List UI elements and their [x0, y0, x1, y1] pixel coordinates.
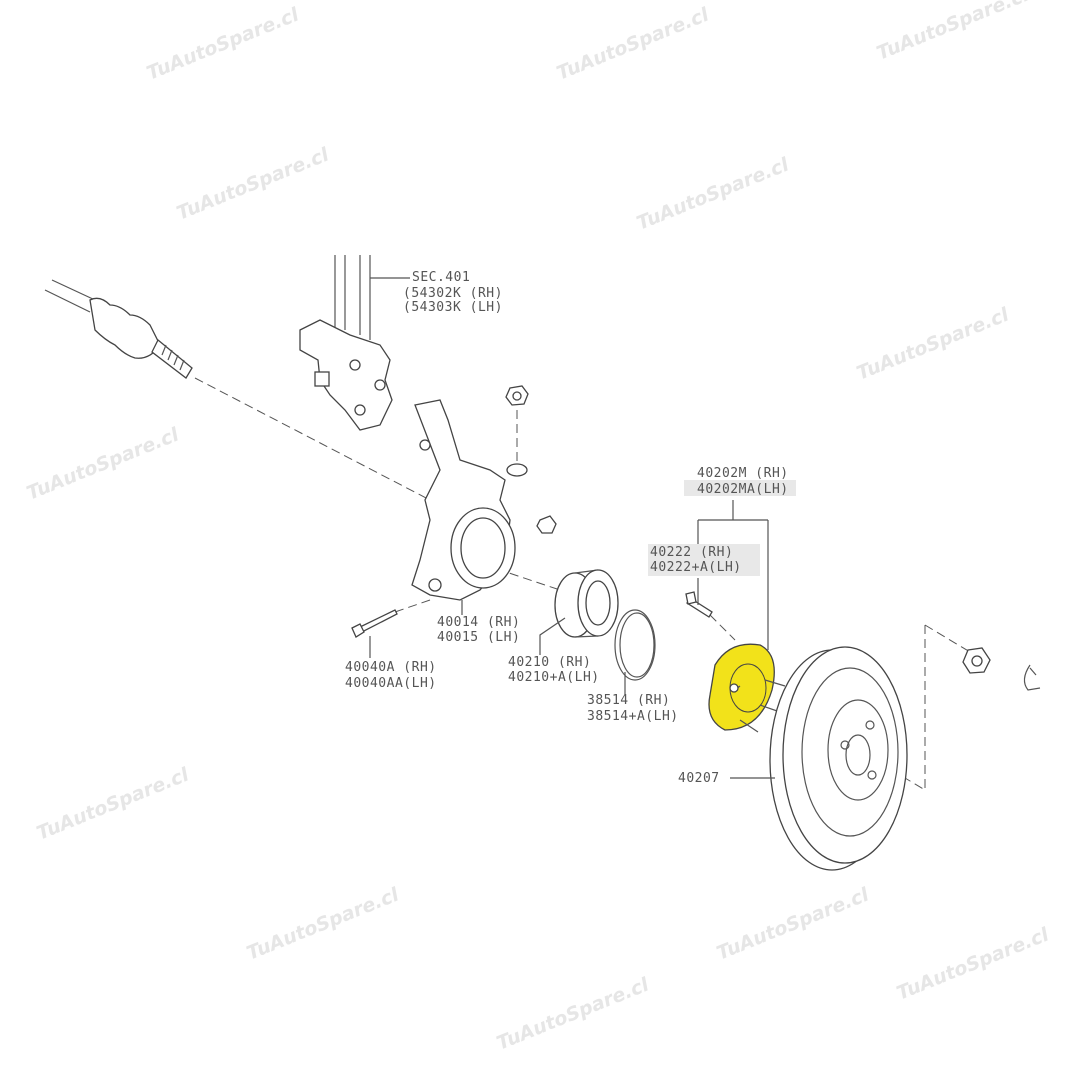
label-hub-lh[interactable]: 40202MA(LH)	[697, 482, 789, 497]
watermark-text: TuAutoSpare.cl	[144, 3, 303, 84]
wheel-hub-highlighted	[708, 643, 786, 733]
steering-knuckle	[411, 399, 528, 601]
part-labels: SEC.401 (54302K (RH) (54303K (LH) 40202M…	[345, 270, 796, 786]
drive-shaft	[44, 279, 193, 379]
label-sec401[interactable]: SEC.401	[412, 270, 470, 285]
watermark-text: TuAutoSpare.cl	[174, 143, 333, 224]
label-hub-rh[interactable]: 40202M (RH)	[697, 466, 789, 481]
watermark-text: TuAutoSpare.cl	[874, 0, 1033, 65]
leader-lines	[369, 500, 775, 779]
snap-ring	[614, 609, 656, 681]
watermark-text: TuAutoSpare.cl	[894, 923, 1053, 1004]
label-knuckle-bolt-rh[interactable]: 40040A (RH)	[345, 660, 437, 675]
label-snap-ring-lh[interactable]: 38514+A(LH)	[587, 709, 679, 724]
watermark-text: TuAutoSpare.cl	[34, 763, 193, 844]
watermark-text: TuAutoSpare.cl	[714, 883, 873, 964]
label-bearing-lh[interactable]: 40210+A(LH)	[508, 670, 600, 685]
label-snap-ring-rh[interactable]: 38514 (RH)	[587, 693, 670, 708]
label-disc[interactable]: 40207	[678, 771, 720, 786]
label-strut-rh[interactable]: (54302K (RH)	[403, 286, 503, 301]
watermark-text: TuAutoSpare.cl	[554, 3, 713, 84]
watermark-text: TuAutoSpare.cl	[634, 153, 793, 234]
label-strut-lh[interactable]: (54303K (LH)	[403, 300, 503, 315]
hub-nut-and-clip	[962, 647, 1041, 691]
strut	[299, 255, 410, 431]
watermark-text: TuAutoSpare.cl	[244, 883, 403, 964]
watermark-text: TuAutoSpare.cl	[854, 303, 1013, 384]
label-knuckle-lh[interactable]: 40015 (LH)	[437, 630, 520, 645]
watermark-text: TuAutoSpare.cl	[494, 973, 653, 1054]
label-knuckle-rh[interactable]: 40014 (RH)	[437, 615, 520, 630]
fasteners	[351, 385, 713, 638]
watermark-text: TuAutoSpare.cl	[24, 423, 183, 504]
label-hub-bolt-lh[interactable]: 40222+A(LH)	[650, 560, 742, 575]
label-knuckle-bolt-lh[interactable]: 40040AA(LH)	[345, 676, 437, 691]
brake-disc	[769, 646, 908, 871]
label-bearing-rh[interactable]: 40210 (RH)	[508, 655, 591, 670]
wheel-bearing	[554, 569, 619, 638]
label-hub-bolt-rh[interactable]: 40222 (RH)	[650, 545, 733, 560]
